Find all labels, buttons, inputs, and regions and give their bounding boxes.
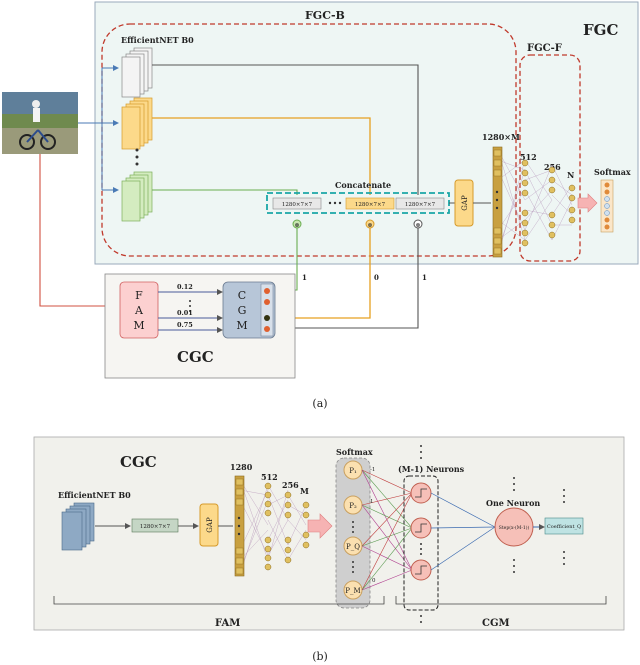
softmax-to-neurons [361, 469, 413, 591]
dim-m-bottom: M [300, 486, 309, 496]
ellipsis-dots-bottom [420, 445, 565, 623]
dim-256-bottom: 256 [282, 480, 299, 490]
coef-arrows [158, 289, 223, 333]
image-to-fam-line [39, 154, 120, 307]
concat-feat-2: 1280×7×7 [355, 202, 386, 208]
softmax-column-bottom: P₁ P₂ P_Q P_M [335, 457, 371, 609]
gate-multipliers: ⊗ ⊗ ⊗ [292, 219, 423, 229]
fgc-title: FGC [583, 21, 618, 39]
neurons-column [403, 475, 439, 611]
concat-feat-3: 1280×7×7 [405, 202, 436, 208]
dim-1280-bottom: 1280 [230, 462, 253, 472]
prob-pm: P_M [345, 587, 360, 595]
gate-value-2: 0 [374, 273, 379, 282]
gap-label-top: GAP [461, 195, 469, 211]
feat-block-bottom: 1280×7×7 [131, 518, 179, 533]
gate-value-3: 1 [422, 273, 427, 282]
cgm-label: CGM [482, 618, 510, 629]
fam-block-top: F A M [119, 281, 159, 339]
concat-feat-1: 1280×7×7 [282, 202, 313, 208]
weight-label-zero: 0 [372, 578, 376, 584]
weight-label-one: 1 [370, 499, 374, 505]
coef-label: Coefficient_Q [547, 524, 581, 530]
fam-letter-m: M [133, 319, 144, 332]
cgc-panel-bottom: CGC [33, 436, 625, 631]
backbone-stack-green [121, 171, 153, 222]
fc-mesh-top [492, 146, 576, 258]
cgm-letter-m: M [236, 319, 247, 332]
cgm-letter-c: C [238, 289, 246, 302]
gap-block-top: GAP [454, 179, 474, 227]
backbone-label-top: EfficientNET B0 [121, 35, 194, 45]
prob-pq: P_Q [346, 543, 360, 551]
fgc-panel: FGC [94, 1, 639, 265]
concat-box: 1280×7×7 1280×7×7 1280×7×7 [266, 192, 450, 214]
one-neuron-label: One Neuron [486, 498, 540, 508]
neurons-label: (M-1) Neurons [398, 464, 465, 474]
cgm-letter-g: G [238, 304, 247, 317]
fc-mesh-bottom [234, 475, 310, 577]
dim-n-top: N [567, 170, 574, 180]
neurons-to-one [430, 492, 496, 571]
fgcb-title: FGC-B [305, 9, 345, 22]
gap-label-bottom: GAP [206, 517, 214, 533]
backbone-label-bottom: EfficientNET B0 [58, 490, 131, 500]
backbone-stack-gray [121, 47, 153, 98]
caption-a: (a) [312, 397, 327, 410]
softmax-column-top [600, 179, 614, 233]
one-neuron: Step(x-(M-1)) [494, 507, 534, 547]
concat-label: Concatenate [335, 180, 391, 190]
coef-value-2: 0.01 [177, 309, 193, 317]
caption-b: (b) [312, 650, 328, 663]
fc-to-softmax-arrow [577, 193, 598, 213]
backbone-dots [135, 148, 139, 166]
backbone-stack-orange [121, 97, 153, 150]
input-photo [2, 92, 78, 154]
dim-1280m: 1280×M [482, 132, 520, 142]
cgm-bracket: CGM [395, 596, 607, 629]
dim-512-top: 512 [520, 152, 537, 162]
cgc-title-bottom: CGC [120, 453, 157, 471]
coef-value-1: 0.12 [177, 283, 193, 291]
step-label: Step(x-(M-1)) [499, 524, 530, 531]
svg-text:⊗: ⊗ [415, 222, 420, 229]
fc-to-softmax-arrow-bottom [307, 513, 333, 539]
feat-label-bottom: 1280×7×7 [140, 524, 171, 530]
cgm-block-top: C G M [222, 281, 276, 339]
svg-text:⊗: ⊗ [294, 222, 299, 229]
input-arrows [78, 65, 119, 193]
gate-value-1: 1 [302, 273, 307, 282]
softmax-label-top: Softmax [594, 167, 631, 177]
fgcb-region: FGC-B [101, 9, 517, 257]
gap-block-bottom: GAP [199, 503, 219, 547]
fam-label: FAM [215, 618, 240, 629]
svg-text:⊗: ⊗ [367, 222, 372, 229]
backbone-stack-bottom [61, 502, 95, 551]
fam-bracket: FAM [53, 596, 385, 629]
fgcf-title: FGC-F [527, 43, 562, 54]
weight-label-minus: -1 [370, 467, 375, 473]
prob-p2: P₂ [349, 502, 357, 510]
fam-letter-a: A [134, 304, 144, 317]
dim-512-bottom: 512 [261, 472, 278, 482]
softmax-label-bottom: Softmax [336, 447, 373, 457]
coefficient-box: Coefficient_Q [544, 517, 584, 535]
fgcf-region: FGC-F [519, 43, 581, 262]
fam-letter-f: F [135, 289, 143, 302]
coef-value-3: 0.75 [177, 321, 193, 329]
cgc-title-top: CGC [177, 348, 214, 366]
prob-p1: P₁ [349, 467, 357, 475]
